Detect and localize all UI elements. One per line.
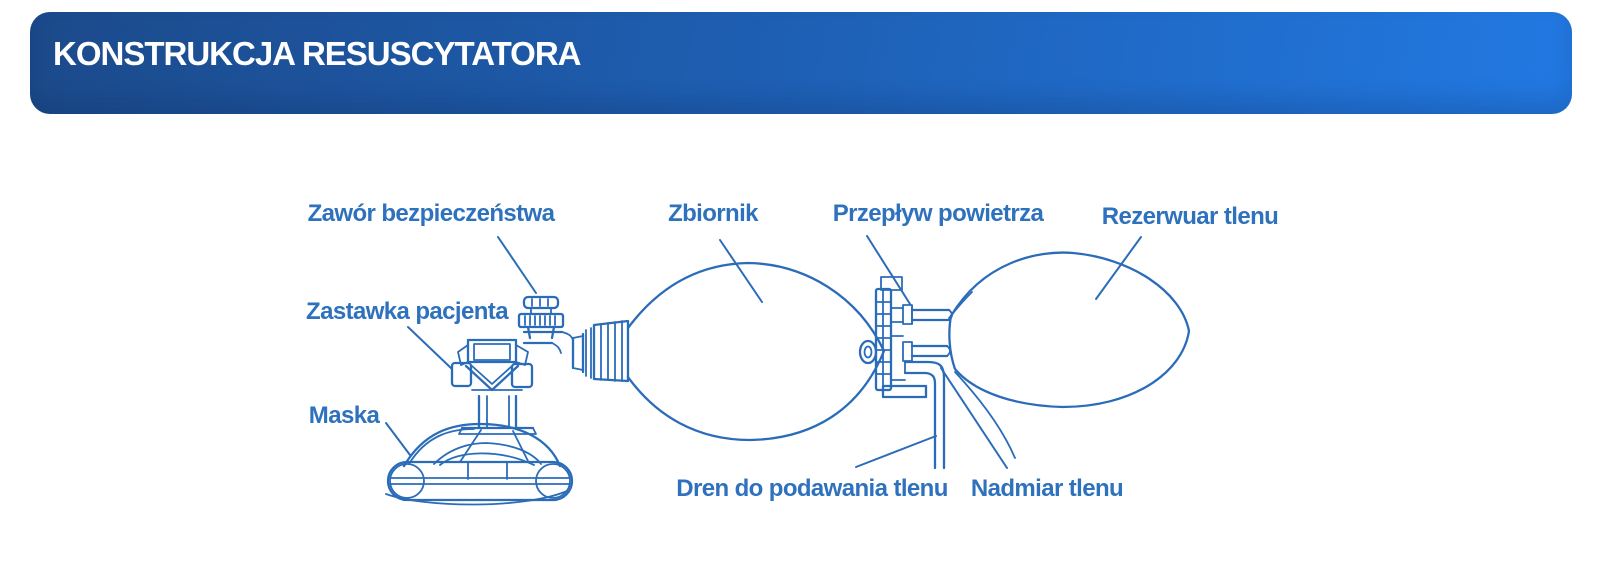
label-patient-valve: Zastawka pacjenta <box>306 298 509 325</box>
leader-oxygen-tube <box>855 435 937 468</box>
label-safety-valve: Zawór bezpieczeństwa <box>307 200 555 227</box>
oxygen-tube-drawing <box>903 360 946 470</box>
page-title: KONSTRUKCJA RESUSCYTATORA <box>53 35 581 72</box>
leader-patient-valve <box>407 326 453 370</box>
leader-excess-oxygen <box>940 367 1008 469</box>
leader-oxygen-reservoir <box>1095 236 1142 300</box>
leader-lines <box>385 235 1142 469</box>
label-air-flow: Przepływ powietrza <box>832 200 1044 227</box>
title-banner: KONSTRUKCJA RESUSCYTATORA <box>30 12 1572 114</box>
bag-connector-drawing <box>571 319 630 383</box>
leader-mask <box>385 422 411 456</box>
mask-drawing <box>385 422 574 506</box>
leader-bag <box>719 239 763 303</box>
oxygen-reservoir-drawing <box>948 251 1191 459</box>
patient-valve-drawing <box>450 338 537 435</box>
intake-valve-drawing <box>858 276 953 399</box>
label-mask: Maska <box>308 402 380 429</box>
label-excess-oxygen: Nadmiar tlenu <box>970 475 1124 502</box>
safety-valve-drawing <box>517 295 574 354</box>
leader-safety-valve <box>497 236 537 294</box>
label-oxygen-tube: Dren do podawania tlenu <box>676 475 948 502</box>
bag-drawing <box>626 261 886 442</box>
label-bag: Zbiornik <box>668 200 758 227</box>
leader-air-flow <box>866 235 911 305</box>
label-oxygen-reservoir: Rezerwuar tlenu <box>1101 203 1279 230</box>
